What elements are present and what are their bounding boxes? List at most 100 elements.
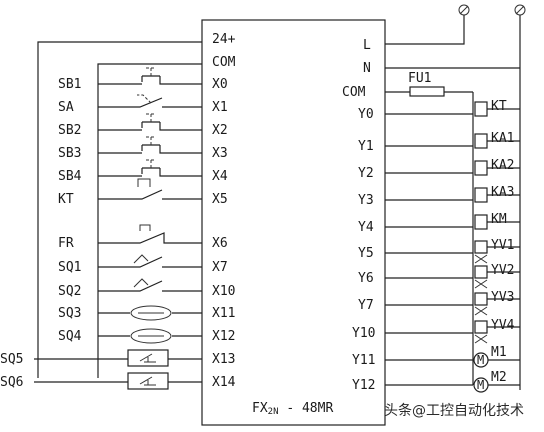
pushbutton-icon bbox=[130, 144, 172, 154]
input-device-label: KT bbox=[58, 192, 74, 207]
input-row-x0: SB1 X0 bbox=[58, 67, 228, 92]
output-terminal-label: Y1 bbox=[358, 139, 374, 154]
input-row-x11: SQ3 X11 bbox=[58, 305, 235, 321]
proximity-switch-icon bbox=[130, 328, 172, 344]
output-row-y4: Y4 KM bbox=[358, 212, 520, 235]
input-row-x3: SB3 X3 bbox=[58, 136, 228, 161]
output-terminal-label: Y3 bbox=[358, 193, 374, 208]
input-terminal-label: X7 bbox=[212, 260, 228, 275]
input-device-label: SA bbox=[58, 100, 74, 115]
input-device-label: SB3 bbox=[58, 146, 81, 161]
coil-icon bbox=[474, 160, 488, 176]
fuse-label: FU1 bbox=[408, 71, 431, 86]
output-row-y1: Y1 KA1 bbox=[358, 131, 520, 154]
plc-n-label: N bbox=[363, 61, 371, 76]
input-row-x6: FR X6 bbox=[58, 224, 228, 251]
input-device-label: SQ1 bbox=[58, 260, 81, 275]
input-row-x5: KT X5 bbox=[58, 178, 228, 207]
input-device-label: SQ2 bbox=[58, 284, 81, 299]
solenoid-valve-icon bbox=[474, 240, 488, 254]
plc-24plus-label: 24+ bbox=[212, 32, 236, 47]
input-terminal-label: X0 bbox=[212, 77, 228, 92]
output-terminal-label: Y7 bbox=[358, 298, 374, 313]
input-terminal-label: X11 bbox=[212, 306, 235, 321]
input-terminal-label: X4 bbox=[212, 169, 228, 184]
motor-symbol: M bbox=[477, 378, 484, 392]
coil-icon bbox=[474, 214, 488, 230]
output-device-label: M1 bbox=[491, 345, 507, 360]
plc-model-sub: 2N bbox=[268, 407, 279, 417]
output-device-label: YV1 bbox=[491, 238, 514, 253]
outputs-layer: Y0KTY1KA1Y2KA2Y3KA3Y4KMY5YV1Y6YV2Y7YV3Y1… bbox=[352, 92, 520, 393]
fuse-fu1-icon bbox=[409, 86, 445, 97]
solenoid-valve-icon bbox=[474, 265, 488, 279]
input-terminal-label: X5 bbox=[212, 192, 228, 207]
output-device-label: YV4 bbox=[491, 318, 515, 333]
input-device-label: SQ4 bbox=[58, 329, 82, 344]
output-terminal-label: Y12 bbox=[352, 378, 375, 393]
output-terminal-label: Y11 bbox=[352, 353, 375, 368]
output-terminal-label: Y10 bbox=[352, 326, 375, 341]
output-terminal-label: Y6 bbox=[358, 271, 374, 286]
thermal-contact-icon bbox=[130, 232, 172, 244]
plc-l-label: L bbox=[363, 38, 371, 53]
plc-box bbox=[201, 19, 386, 426]
input-row-x10: SQ2 X10 bbox=[58, 278, 235, 299]
input-terminal-label: X10 bbox=[212, 284, 235, 299]
input-terminal-label: X1 bbox=[212, 100, 228, 115]
output-device-label: YV2 bbox=[491, 263, 514, 278]
plc-com-label: COM bbox=[212, 55, 236, 70]
output-device-label: KA3 bbox=[491, 185, 514, 200]
plc-model-label: FX2N - 48MR bbox=[252, 401, 333, 417]
input-row-x12: SQ4 X12 bbox=[58, 328, 235, 344]
input-device-label: SB2 bbox=[58, 123, 81, 138]
input-device-label: SQ6 bbox=[0, 375, 23, 390]
output-row-y6: Y6 YV2 bbox=[358, 263, 520, 289]
input-row-x7: SQ1 X7 bbox=[58, 254, 228, 275]
coil-icon bbox=[474, 187, 488, 203]
input-device-label: SB1 bbox=[58, 77, 81, 92]
pushbutton-icon bbox=[130, 75, 172, 85]
motor-symbol: M bbox=[477, 353, 484, 367]
watermark-text: 头条@工控自动化技术 bbox=[384, 402, 524, 419]
output-device-label: KM bbox=[491, 212, 507, 227]
solenoid-valve-icon bbox=[474, 292, 488, 306]
input-terminal-label: X13 bbox=[212, 352, 235, 367]
proximity-switch-icon bbox=[130, 305, 172, 321]
l-supply-wire bbox=[385, 15, 465, 45]
dc-supply-wire bbox=[37, 41, 202, 378]
solenoid-valve-icon bbox=[474, 320, 488, 334]
input-terminal-label: X6 bbox=[212, 236, 228, 251]
pushbutton-icon bbox=[130, 167, 172, 177]
input-device-label: SQ3 bbox=[58, 306, 81, 321]
output-terminal-label: Y2 bbox=[358, 166, 374, 181]
output-terminal-label: Y4 bbox=[358, 220, 374, 235]
input-terminal-label: X12 bbox=[212, 329, 235, 344]
input-row-x13: SQ5 X13 bbox=[0, 349, 235, 367]
output-row-y7: Y7 YV3 bbox=[358, 290, 520, 316]
plc-model-tail: - 48MR bbox=[279, 401, 334, 416]
pushbutton-icon bbox=[130, 121, 172, 131]
input-terminal-label: X3 bbox=[212, 146, 228, 161]
output-row-y10: Y10 YV4 bbox=[352, 318, 520, 344]
input-terminal-label: X2 bbox=[212, 123, 228, 138]
output-row-y3: Y3 KA3 bbox=[358, 185, 520, 208]
output-device-label: KT bbox=[491, 99, 507, 114]
output-device-label: YV3 bbox=[491, 290, 514, 305]
input-device-label: FR bbox=[58, 236, 74, 251]
input-row-x2: SB2 X2 bbox=[58, 113, 228, 138]
input-terminal-label: X14 bbox=[212, 375, 236, 390]
limit-switch-icon bbox=[130, 256, 172, 268]
output-device-label: KA1 bbox=[491, 131, 514, 146]
output-row-y11: Y11 M1M bbox=[352, 345, 520, 368]
com-wire bbox=[97, 63, 202, 378]
limit-switch-icon bbox=[130, 280, 172, 292]
power-terminals: FU1 bbox=[385, 4, 526, 390]
input-device-label: SQ5 bbox=[0, 352, 23, 367]
